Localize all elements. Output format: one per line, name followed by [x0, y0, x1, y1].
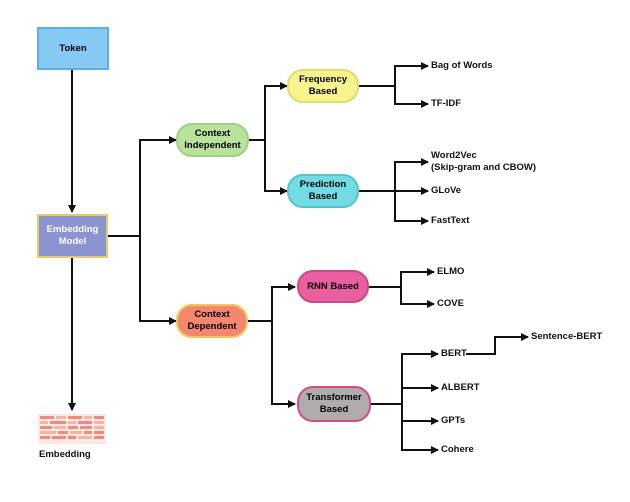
edge-transformer-to-bert: [371, 350, 439, 405]
leaf-cohere: Cohere: [441, 444, 474, 455]
leaf-tf-idf: TF-IDF: [431, 98, 462, 109]
leaf-elmo: ELMO: [437, 266, 465, 277]
leaf-cove: COVE: [437, 298, 464, 309]
embedding-model-node: Embedding Model: [37, 214, 108, 258]
frequency-based-node: Frequency Based: [287, 69, 359, 103]
transformer-based-node: Transformer Based: [297, 386, 371, 422]
edge-ci-to-prediction: [264, 140, 288, 195]
edge-ci-to-frequency: [249, 82, 288, 141]
token-label: Token: [59, 42, 87, 54]
embedding-label: Embedding: [39, 449, 91, 460]
edge-bert-to-sentence-bert: [466, 333, 529, 355]
leaf-word2vec: Word2Vec: [431, 150, 477, 161]
embedding-vector-grid-icon: [38, 414, 106, 444]
leaf-gpts: GPTs: [441, 415, 466, 426]
edge-prediction-to-fasttext: [394, 191, 429, 225]
edge-frequency-to-tfidf: [394, 86, 429, 108]
edge-model-to-context-independent: [108, 136, 177, 237]
token-node: Token: [37, 27, 109, 70]
leaf-glove: GLoVe: [431, 185, 462, 196]
context-dependent-node: Context Dependent: [176, 304, 248, 338]
leaf-bag-of-words: Bag of Words: [431, 60, 493, 71]
leaf-bert: BERT: [441, 348, 467, 359]
edge-prediction-to-word2vec: [359, 158, 429, 192]
edge-cd-to-rnn: [248, 283, 296, 322]
leaf-sentence-bert: Sentence-BERT: [531, 331, 603, 342]
context-dependent-label: Context Dependent: [187, 309, 237, 332]
prediction-based-node: Prediction Based: [287, 174, 359, 208]
leaf-fasttext: FastText: [431, 215, 470, 226]
prediction-based-label: Prediction Based: [299, 179, 347, 202]
edge-rnn-to-elmo: [369, 268, 435, 288]
transformer-based-label: Transformer Based: [306, 392, 362, 415]
edge-transformer-to-gpts: [401, 404, 439, 425]
edge-frequency-to-bow: [359, 62, 429, 87]
edge-rnn-to-cove: [400, 287, 435, 308]
rnn-based-node: RNN Based: [297, 270, 369, 303]
edge-cd-to-transformer: [271, 321, 296, 408]
rnn-based-label: RNN Based: [307, 280, 359, 292]
edge-transformer-to-cohere: [401, 421, 439, 454]
leaf-word2vec-subtitle: (Skip-gram and CBOW): [431, 162, 537, 173]
leaf-albert: ALBERT: [441, 382, 480, 393]
edge-model-to-context-dependent: [139, 236, 177, 325]
connector-lines: [68, 62, 529, 454]
embedding-model-label: Embedding Model: [46, 224, 99, 247]
context-independent-label: Context Independent: [184, 128, 241, 151]
context-independent-node: Context Independent: [176, 123, 249, 157]
frequency-based-label: Frequency Based: [298, 74, 348, 97]
